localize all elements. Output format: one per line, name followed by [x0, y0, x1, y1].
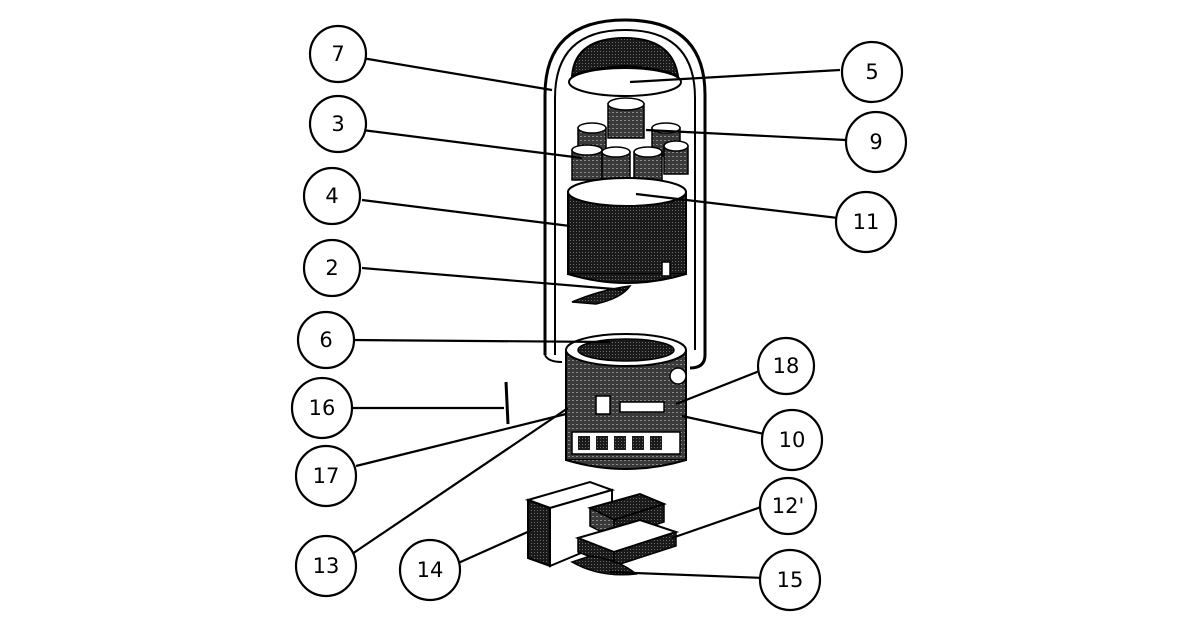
callout-label: 7: [331, 42, 344, 66]
callout-17: 17: [294, 444, 358, 508]
callout-3: 3: [308, 94, 368, 154]
pin: [504, 381, 510, 425]
callout-13: 13: [294, 534, 358, 598]
leader-14: [455, 528, 533, 566]
leader-2: [361, 266, 627, 292]
callout-14: 14: [398, 538, 462, 602]
callout-label: 2: [325, 256, 338, 280]
callout-4: 4: [302, 166, 362, 226]
callout-label: 16: [309, 396, 336, 420]
callout-label: 12': [772, 494, 805, 518]
block-component: [524, 480, 616, 568]
leader-lines: [351, 56, 847, 580]
leader-4: [361, 198, 571, 228]
leader-7: [361, 56, 553, 92]
callout-label: 17: [313, 464, 340, 488]
leader-6: [351, 338, 611, 344]
callout-7: 7: [308, 24, 368, 84]
callout-label: 10: [779, 428, 806, 452]
callout-label: 5: [865, 60, 878, 84]
small-gasket: [571, 285, 632, 305]
callout-9: 9: [844, 110, 908, 174]
callout-label: 18: [773, 354, 800, 378]
callout-label: 11: [853, 210, 880, 234]
leader-12: [671, 504, 765, 540]
callout-18: 18: [756, 336, 816, 396]
leader-10: [681, 414, 765, 436]
outer-dome: [543, 18, 707, 370]
callout-label: 13: [313, 554, 340, 578]
callout-label: 14: [417, 558, 444, 582]
cylinder-module: [567, 177, 687, 284]
callout-label: 15: [777, 568, 804, 592]
callout-6: 6: [296, 310, 356, 370]
callout-label: 3: [331, 112, 344, 136]
callout-2: 2: [302, 238, 362, 298]
leader-5: [629, 68, 841, 84]
callout-label: 4: [325, 184, 338, 208]
capacitor-cluster: [571, 97, 689, 185]
leader-17: [355, 412, 567, 468]
callout-10: 10: [760, 408, 824, 472]
base-housing: [565, 333, 687, 470]
callout-12: 12': [758, 476, 818, 536]
callout-5: 5: [840, 40, 904, 104]
callout-16: 16: [290, 376, 354, 440]
leader-15: [609, 570, 765, 580]
leader-3: [361, 128, 583, 160]
top-cap: [568, 36, 682, 97]
callout-label: 9: [869, 130, 882, 154]
callout-label: 6: [319, 328, 332, 352]
callout-11: 11: [834, 190, 898, 254]
leader-9: [645, 128, 847, 142]
circuit-stack: [570, 492, 680, 576]
callout-15: 15: [758, 548, 822, 612]
leader-11: [635, 192, 839, 220]
leader-13: [351, 407, 569, 555]
leader-18: [675, 368, 763, 406]
